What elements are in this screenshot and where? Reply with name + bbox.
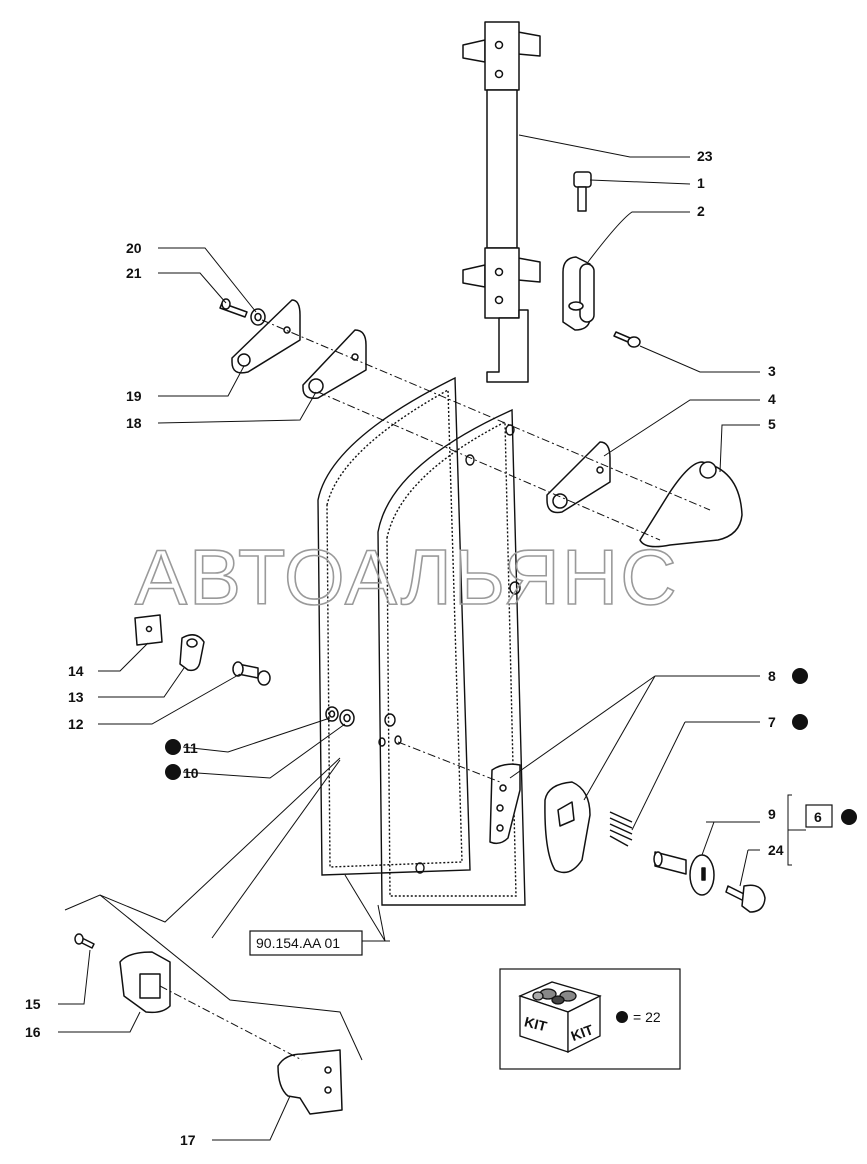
- kit-dot-icon: [616, 1011, 628, 1023]
- watermark: АВТОАЛЬЯНС: [135, 533, 679, 621]
- callout-7: 7: [768, 714, 776, 730]
- part-16-lock-housing: [119, 951, 171, 1014]
- part-23-rail: [462, 21, 541, 383]
- part-12-pin: [232, 661, 271, 686]
- part-17-striker: [277, 1049, 343, 1115]
- callout-13: 13: [68, 689, 84, 705]
- part-15-screw: [74, 933, 95, 949]
- leader-lines: [58, 134, 806, 1141]
- callout-4: 4: [768, 391, 776, 407]
- callout-9: 9: [768, 806, 776, 822]
- callout-16: 16: [25, 1024, 41, 1040]
- glass-panels: [317, 376, 526, 906]
- part-24-key: [725, 884, 766, 913]
- callout-24: 24: [768, 842, 784, 858]
- callout-1: 1: [697, 175, 705, 191]
- callout-3: 3: [768, 363, 776, 379]
- section-lines: [64, 757, 363, 1061]
- callout-8: 8: [768, 668, 776, 684]
- part-20-21-screw-washer: [219, 298, 266, 326]
- part-8-handle-outer: [544, 781, 591, 874]
- part-2-hinge: [562, 256, 595, 331]
- part-7-spring: [609, 811, 633, 847]
- callout-10: 10: [183, 765, 199, 781]
- callout-20: 20: [126, 240, 142, 256]
- part-1-bolt: [573, 171, 592, 212]
- part-13-latch: [179, 634, 205, 672]
- reference-code: 90.154.AA 01: [256, 935, 340, 951]
- kit-legend-box: KIT KIT = 22: [499, 968, 681, 1070]
- part-8-handle-inner: [489, 763, 521, 845]
- callout-5: 5: [768, 416, 776, 432]
- callout-6: 6: [814, 809, 822, 825]
- callout-labels: 23 1 2 3 4 5 20 21 19 18 8 7 9 24 14 13 …: [25, 148, 784, 1148]
- callout-2: 2: [697, 203, 705, 219]
- callout-18: 18: [126, 415, 142, 431]
- kit-note: = 22: [633, 1009, 661, 1025]
- kit-markers: [165, 668, 857, 825]
- part-3-screw: [613, 331, 641, 348]
- callout-19: 19: [126, 388, 142, 404]
- kit-box-icon: [518, 981, 602, 1054]
- kit-word-right: KIT: [569, 1021, 596, 1044]
- callout-14: 14: [68, 663, 84, 679]
- part-10-11-washers: [325, 706, 355, 727]
- callout-12: 12: [68, 716, 84, 732]
- part-5-handle: [639, 461, 743, 548]
- part-4-bracket: [546, 441, 611, 514]
- part-18-bracket: [302, 329, 367, 400]
- part-9-lock-cylinder: [653, 851, 715, 896]
- callout-23: 23: [697, 148, 713, 164]
- reference-code-box: 90.154.AA 01: [249, 930, 363, 956]
- assembly-axes: [159, 319, 711, 1061]
- kit-word-left: KIT: [523, 1013, 549, 1034]
- callout-17: 17: [180, 1132, 196, 1148]
- part-14-plate: [134, 614, 163, 646]
- callout-6-box: 6: [805, 804, 833, 828]
- callout-11: 11: [183, 740, 198, 756]
- callout-15: 15: [25, 996, 41, 1012]
- callout-21: 21: [126, 265, 142, 281]
